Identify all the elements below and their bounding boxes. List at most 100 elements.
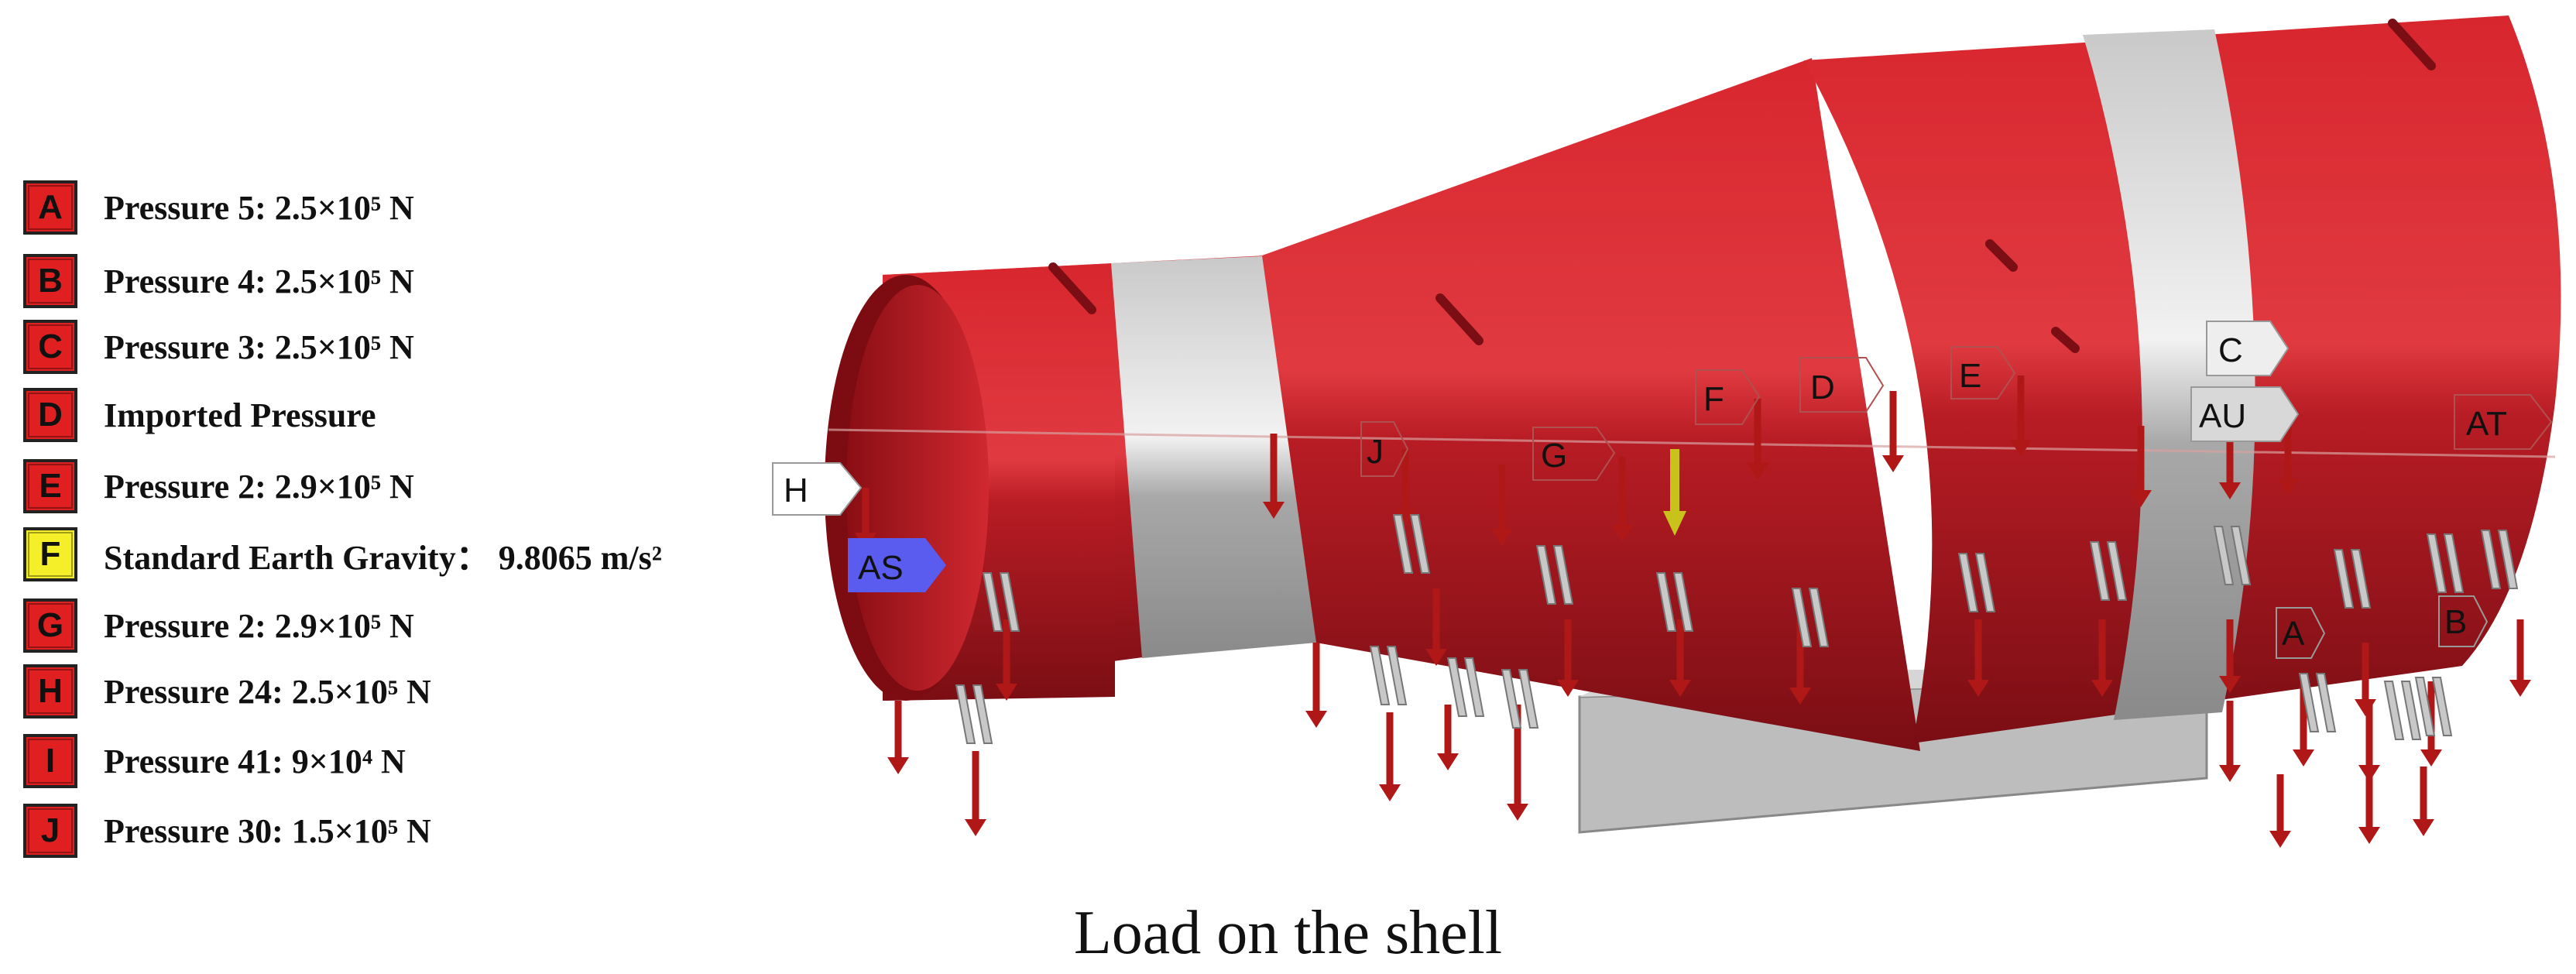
load-arrow <box>1611 457 1633 542</box>
gravity-arrow <box>1663 449 1686 536</box>
tag-d: D <box>1799 357 1885 413</box>
legend-item-h: H Pressure 24: 2.5×10⁵ N <box>23 660 431 722</box>
legend-text: Pressure 24: 2.5×10⁵ N <box>104 672 431 711</box>
legend-text: Pressure 3: 2.5×10⁵ N <box>104 328 414 366</box>
load-arrow <box>1882 391 1904 472</box>
svg-text:AU: AU <box>2199 397 2246 435</box>
load-arrow <box>1263 434 1285 519</box>
legend-letter: H <box>28 669 73 714</box>
svg-text:AT: AT <box>2466 405 2507 443</box>
support-bracket <box>955 684 993 744</box>
load-arrow <box>2010 376 2032 457</box>
legend-badge-d: D <box>23 388 77 442</box>
load-arrow <box>887 701 909 774</box>
legend-text: Pressure 2: 2.9×10⁵ N <box>104 606 414 645</box>
support-bracket <box>2383 681 2422 740</box>
legend-badge-g: G <box>23 598 77 653</box>
legend-text: Standard Earth Gravity： 9.8065 m/s² <box>104 539 662 577</box>
legend-badge-c: C <box>23 320 77 374</box>
tag-j: J <box>1360 421 1409 477</box>
load-arrow <box>1557 619 1579 697</box>
legend-letter: J <box>28 808 73 853</box>
svg-text:C: C <box>2218 331 2243 369</box>
load-arrow <box>996 619 1017 701</box>
legend-text: Pressure 2: 2.9×10⁵ N <box>104 467 414 506</box>
svg-text:AS: AS <box>858 549 904 587</box>
legend-badge-h: H <box>23 664 77 718</box>
support-bracket <box>1655 572 1694 632</box>
legend-item-a: A Pressure 5: 2.5×10⁵ N <box>23 177 414 238</box>
load-arrow <box>1394 449 1416 526</box>
legend-letter: B <box>28 259 73 304</box>
tag-as: AS <box>848 538 946 592</box>
legend-text: Pressure 4: 2.5×10⁵ N <box>104 262 414 300</box>
legend-letter: C <box>28 324 73 369</box>
legend-text: Pressure 41: 9×10⁴ N <box>104 742 406 780</box>
support-bracket <box>2426 533 2465 593</box>
tag-e: E <box>1950 346 2016 400</box>
legend-badge-a: A <box>23 180 77 235</box>
legend-text: Imported Pressure <box>104 396 376 434</box>
load-arrow <box>1305 643 1327 728</box>
tag-f: F <box>1695 369 1761 425</box>
svg-text:A: A <box>2282 615 2305 653</box>
legend-text: Pressure 5: 2.5×10⁵ N <box>104 188 414 227</box>
load-arrow <box>1379 712 1401 801</box>
legend-item-g: G Pressure 2: 2.9×10⁵ N <box>23 595 414 657</box>
load-arrow <box>2269 774 2291 848</box>
load-arrow <box>1437 705 1459 770</box>
legend-badge-f: F <box>23 527 77 581</box>
svg-text:B: B <box>2444 603 2467 641</box>
legend-item-c: C Pressure 3: 2.5×10⁵ N <box>23 316 414 378</box>
tag-at: AT <box>2454 394 2553 450</box>
support-bracket <box>982 572 1020 632</box>
svg-text:F: F <box>1703 380 1724 418</box>
load-arrow <box>1491 465 1513 546</box>
support-bracket <box>2480 530 2519 589</box>
load-arrow <box>2358 767 2380 844</box>
support-bracket <box>2414 677 2453 736</box>
legend-letter: F <box>28 532 73 577</box>
legend-badge-i: I <box>23 734 77 788</box>
support-bracket <box>1392 514 1431 574</box>
support-brackets <box>955 514 2519 744</box>
top-studs <box>1048 19 2436 353</box>
support-bracket <box>2298 673 2337 732</box>
svg-text:E: E <box>1959 357 1981 395</box>
load-arrow <box>1747 399 1768 480</box>
svg-text:D: D <box>1810 369 1835 406</box>
tag-au: AU <box>2190 386 2300 442</box>
load-arrow <box>2130 426 2152 507</box>
load-arrow <box>2509 619 2531 697</box>
legend-letter: G <box>28 603 73 648</box>
support-bracket <box>1369 646 1408 705</box>
legend-item-j: J Pressure 30: 1.5×10⁵ N <box>23 800 431 862</box>
legend-letter: A <box>28 185 73 230</box>
legend-item-d: D Imported Pressure <box>23 384 376 446</box>
load-arrows <box>855 376 2531 848</box>
load-arrow <box>2413 767 2434 836</box>
legend-item-b: B Pressure 4: 2.5×10⁵ N <box>23 250 414 312</box>
svg-text:J: J <box>1367 433 1384 471</box>
legend-item-i: I Pressure 41: 9×10⁴ N <box>23 730 406 792</box>
shell-diagram: H AS J G F D E C AU AT A B <box>772 15 2561 848</box>
large-cylinder <box>1804 15 2561 743</box>
legend-letter: D <box>28 393 73 437</box>
legend-text: Pressure 30: 1.5×10⁵ N <box>104 811 431 850</box>
support-bracket <box>1791 588 1830 647</box>
cone-section <box>1262 58 1920 751</box>
support-bracket <box>1957 553 1996 612</box>
svg-text:G: G <box>1541 437 1567 475</box>
legend-item-f: F Standard Earth Gravity： 9.8065 m/s² <box>23 523 662 585</box>
support-bracket <box>1446 657 1485 717</box>
tag-b: B <box>2438 595 2489 647</box>
support-bracket <box>2333 549 2372 609</box>
load-arrow <box>1669 619 1691 697</box>
tag-a: A <box>2276 607 2326 659</box>
svg-text:H: H <box>784 472 808 509</box>
load-arrow <box>2091 619 2113 697</box>
figure-caption: Load on the shell <box>1073 899 1503 967</box>
support-bracket <box>1501 669 1539 729</box>
legend-badge-j: J <box>23 804 77 858</box>
